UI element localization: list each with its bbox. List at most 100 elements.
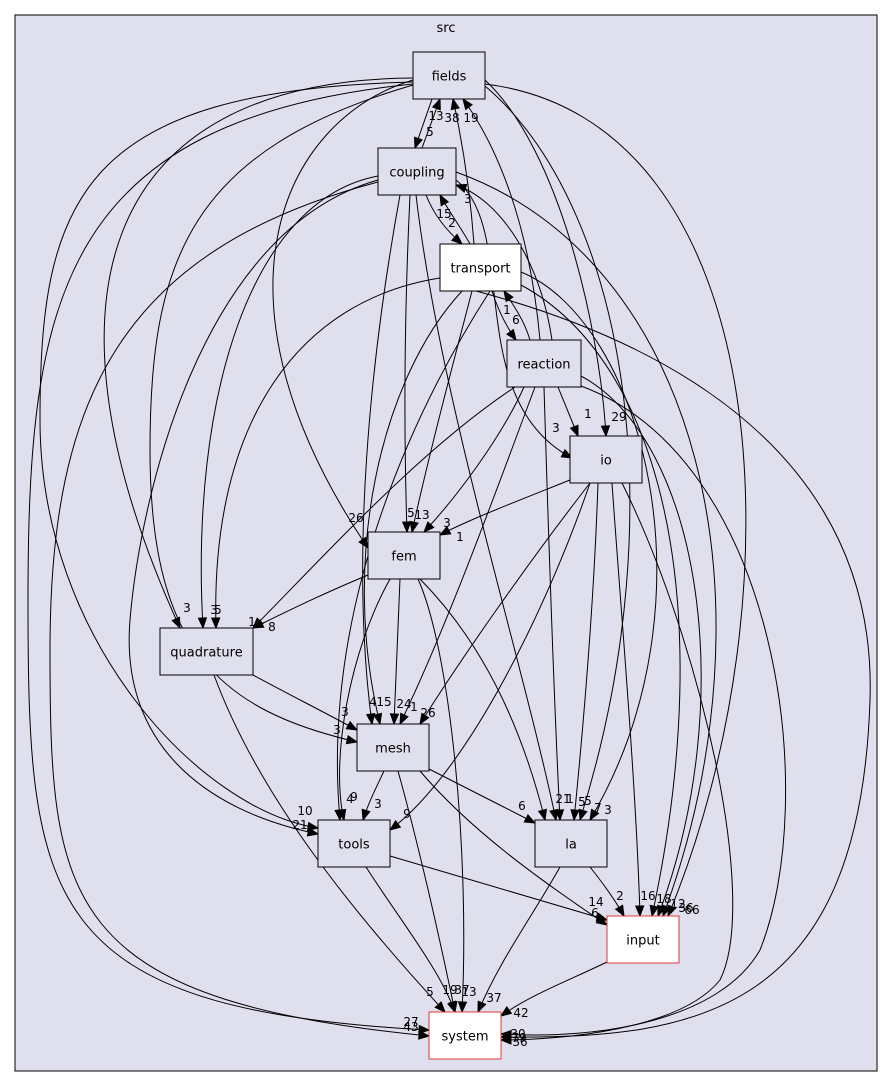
edge-label-transport-to-tools: 9 <box>350 790 358 804</box>
node-box <box>159 627 254 676</box>
edge-io-to-system <box>499 482 734 1045</box>
edge-label-mesh-to-input: 6 <box>591 906 599 920</box>
arrowhead <box>399 712 409 726</box>
edge-line <box>455 184 553 341</box>
edge-fields-to-input <box>484 83 747 918</box>
edge-line <box>393 578 401 725</box>
edge-label-io-to-la: 5 <box>578 795 586 809</box>
arrowhead <box>439 193 450 207</box>
edge-label-coupling-to-la: 21 <box>555 792 570 806</box>
node-input[interactable]: input <box>606 915 680 964</box>
edge-reaction-to-fem <box>423 386 525 533</box>
arrowhead <box>649 904 659 918</box>
arrowhead <box>345 720 359 731</box>
edge-line <box>520 284 681 917</box>
node-system[interactable]: system <box>428 1011 502 1060</box>
edge-label-fem-to-la: 3 <box>604 803 612 817</box>
arrowhead <box>438 525 452 536</box>
edge-label-transport-to-quadrature: 5 <box>214 603 222 617</box>
edge-label-transport-to-fem: 13 <box>414 508 429 522</box>
arrowhead <box>210 617 221 630</box>
edge-label-fields-to-coupling: 5 <box>426 125 434 139</box>
edge-label-la-to-system: 37 <box>486 991 501 1005</box>
edge-label-fem-to-mesh: 26 <box>420 706 435 720</box>
edge-line <box>439 281 871 1038</box>
edge-label-input-to-system: 42 <box>513 1006 528 1020</box>
edge-line <box>200 175 379 629</box>
node-box <box>377 147 457 196</box>
edge-coupling-to-mesh <box>362 194 401 726</box>
arrowhead <box>372 712 383 726</box>
edge-line <box>363 290 463 725</box>
edge-io-to-la <box>570 482 599 822</box>
arrowhead <box>447 1000 456 1014</box>
arrowhead <box>413 136 423 150</box>
edge-label-quadrature-to-mesh: 3 <box>341 705 349 719</box>
edges-layer <box>27 77 871 1045</box>
node-tools[interactable]: tools <box>317 819 391 868</box>
edge-line <box>362 194 401 725</box>
edge-quadrature-to-mesh <box>252 674 359 731</box>
arrowhead <box>336 808 347 822</box>
arrowhead <box>450 97 460 111</box>
node-box <box>317 819 391 868</box>
edge-label-coupling-to-fields: 13 <box>428 109 443 123</box>
node-reaction[interactable]: reaction <box>506 339 582 388</box>
edge-line <box>419 482 591 725</box>
edge-label-fem-to-quadrature: 8 <box>268 620 276 634</box>
node-label-reaction: reaction <box>517 358 570 373</box>
edge-coupling-to-fields <box>421 97 441 149</box>
edge-line <box>419 578 546 821</box>
arrowhead <box>614 904 625 918</box>
node-fields[interactable]: fields <box>412 51 486 100</box>
edge-label-quadrature-to-system: 5 <box>426 985 434 999</box>
edge-quadrature-to-system <box>213 674 446 1013</box>
edge-line <box>484 83 747 917</box>
edge-coupling-to-transport <box>425 194 464 245</box>
node-box <box>569 435 643 484</box>
arrowhead <box>409 520 419 534</box>
edge-label-transport-to-la: 7 <box>594 801 602 815</box>
edge-line <box>611 482 641 917</box>
edge-label-io-to-fem: 1 <box>456 530 464 544</box>
edge-label-transport-to-coupling: 2 <box>448 216 456 230</box>
edge-label-reaction-to-io: 1 <box>584 407 592 421</box>
edge-line <box>103 77 414 629</box>
node-quadrature[interactable]: quadrature <box>159 627 254 676</box>
edge-mesh-to-input <box>419 770 609 926</box>
node-box <box>367 531 441 580</box>
edge-line <box>500 482 734 1041</box>
arrowhead <box>462 97 474 111</box>
edge-line <box>49 181 430 1037</box>
arrowhead <box>450 233 464 245</box>
edge-label-fields-to-fem: 26 <box>348 511 363 525</box>
arrowhead <box>423 521 435 533</box>
edge-label-coupling-to-io: 3 <box>552 421 560 435</box>
node-mesh[interactable]: mesh <box>356 723 430 772</box>
node-transport[interactable]: transport <box>439 243 522 292</box>
edge-line <box>500 961 608 1017</box>
edge-label-mesh-to-la: 6 <box>518 799 526 813</box>
edge-line <box>415 194 557 821</box>
node-io[interactable]: io <box>569 435 643 484</box>
edge-line <box>339 578 391 821</box>
edge-line <box>397 770 456 1013</box>
edge-label-fem-to-tools: 4 <box>346 792 354 806</box>
edge-line <box>428 768 536 824</box>
edge-io-to-mesh <box>419 482 591 726</box>
node-fem[interactable]: fem <box>367 531 441 580</box>
node-coupling[interactable]: coupling <box>377 147 457 196</box>
edge-label-io-to-input: 16 <box>640 889 655 903</box>
edge-la-to-system <box>477 866 561 1014</box>
edge-fem-to-mesh <box>389 578 401 726</box>
arrowhead <box>306 827 320 837</box>
edge-label-coupling-to-tools: 21 <box>292 818 307 832</box>
edge-transport-to-coupling <box>439 193 471 245</box>
edge-label-fields-to-quadrature: 3 <box>183 601 191 615</box>
arrowhead <box>499 1006 513 1017</box>
node-la[interactable]: la <box>534 819 608 868</box>
edge-line <box>252 386 516 629</box>
edge-line <box>484 85 631 821</box>
nodes-layer: fields coupling transport reaction io fem quad… <box>159 51 680 1060</box>
arrowhead <box>506 328 517 342</box>
